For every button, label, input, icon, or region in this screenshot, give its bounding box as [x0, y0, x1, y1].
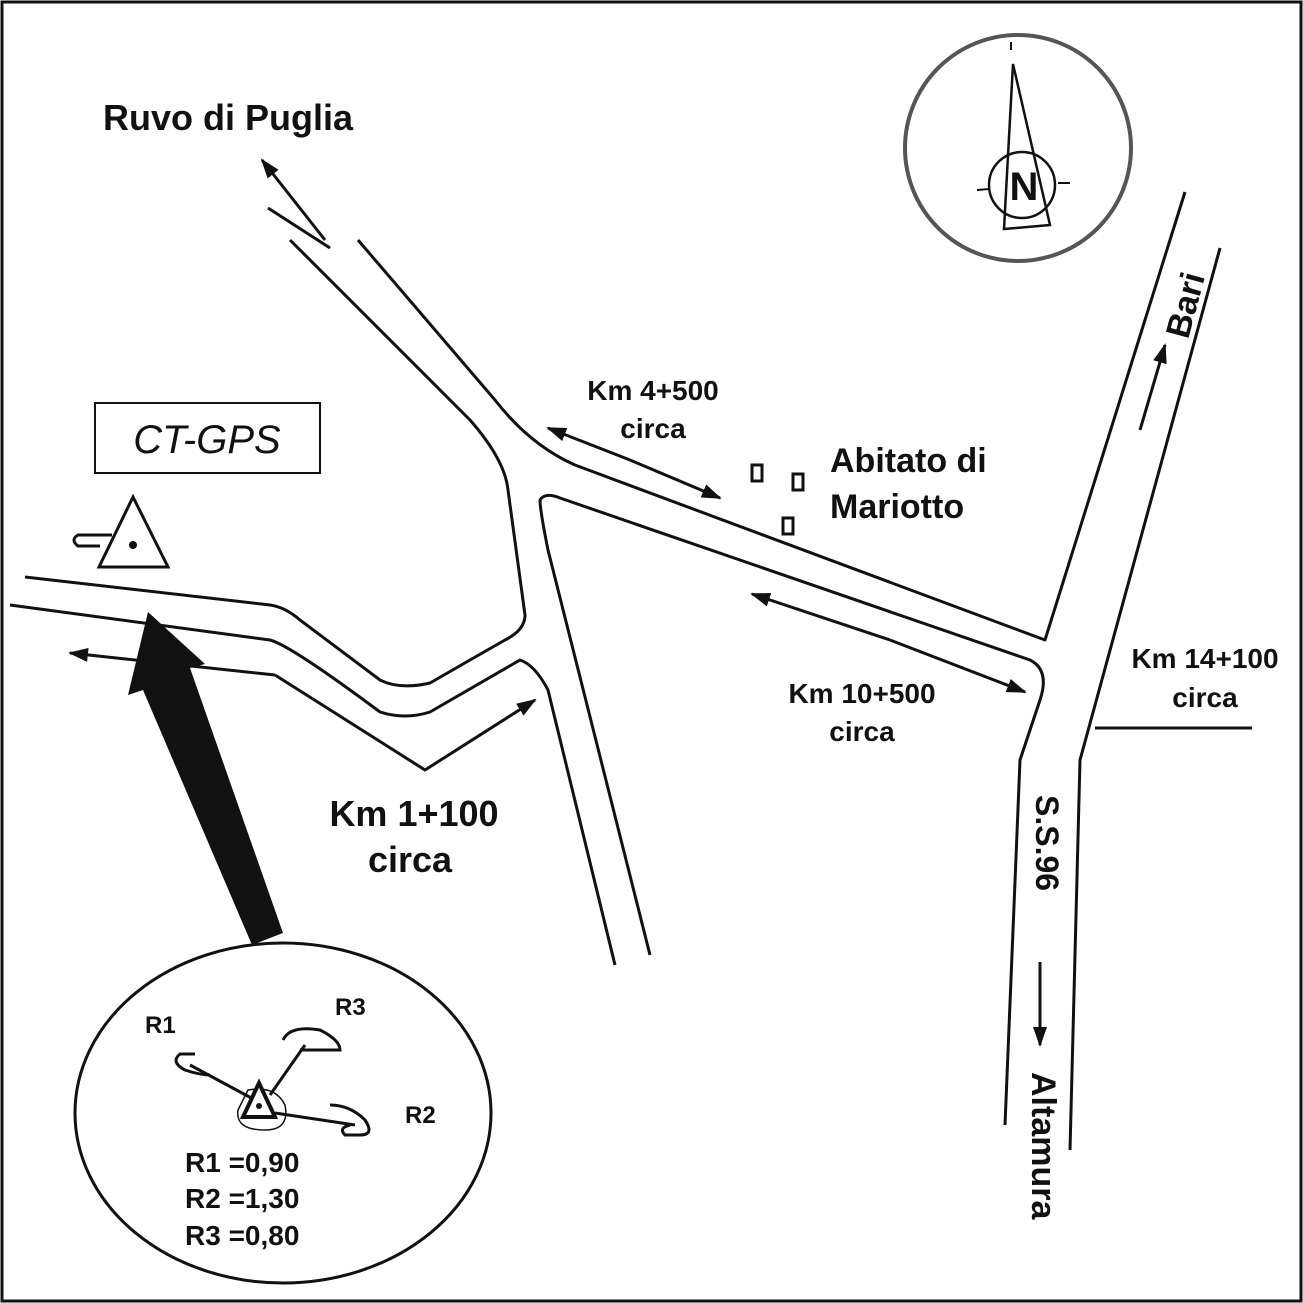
big-pointer-arrow — [128, 612, 283, 945]
distance-km10-note: circa — [829, 716, 895, 747]
road-edge-1 — [24, 238, 527, 688]
distance-km4-note: circa — [620, 413, 686, 444]
label-altamura: Altamura — [1024, 1072, 1062, 1220]
station-label: CT-GPS — [133, 418, 281, 462]
arrows — [68, 158, 1252, 1047]
gps-station-icon — [72, 493, 171, 569]
inset-label-r1: R1 — [145, 1012, 176, 1039]
road-edge-4 — [538, 493, 1045, 1126]
roads — [9, 191, 1222, 1151]
distance-km10: Km 10+500 — [788, 678, 935, 709]
road-edge-3 — [9, 603, 617, 966]
distance-km1: Km 1+100 — [329, 793, 498, 834]
label-mariotto: Mariotto — [830, 488, 964, 526]
distance-km4: Km 4+500 — [587, 375, 719, 406]
inset-label-r3: R3 — [335, 994, 366, 1021]
road-ruvo-left-edge-top — [267, 206, 331, 250]
label-abitato: Abitato di — [830, 442, 987, 480]
inset-label-r2: R2 — [405, 1102, 436, 1129]
distance-km14: Km 14+100 — [1131, 643, 1278, 674]
north-arrow-compass: N — [903, 33, 1133, 263]
ruvo-arrow — [260, 158, 327, 241]
km4-arrow — [629, 458, 722, 500]
road-edge-5 — [1068, 247, 1222, 1151]
km10-arrow — [889, 638, 1027, 694]
label-ruvo: Ruvo di Puglia — [103, 97, 354, 138]
inset-detail: R1 R2 R3 R1 =0,90 R2 =1,30 R3 =0,80 — [73, 941, 493, 1285]
inset-value-r2: R2 =1,30 — [185, 1183, 299, 1214]
bari-arrow — [1138, 343, 1167, 431]
inset-value-r3: R3 =0,80 — [185, 1220, 299, 1251]
inset-value-r1: R1 =0,90 — [185, 1147, 299, 1178]
road-edge-2 — [356, 191, 1187, 642]
distance-km14-note: circa — [1172, 682, 1238, 713]
km1-arrow — [274, 673, 537, 772]
compass-north-label: N — [1010, 165, 1039, 209]
station-label-box — [94, 402, 321, 474]
distance-km1-note: circa — [368, 839, 453, 880]
label-ss96: S.S.96 — [1029, 795, 1065, 891]
houses-icon — [750, 463, 805, 536]
